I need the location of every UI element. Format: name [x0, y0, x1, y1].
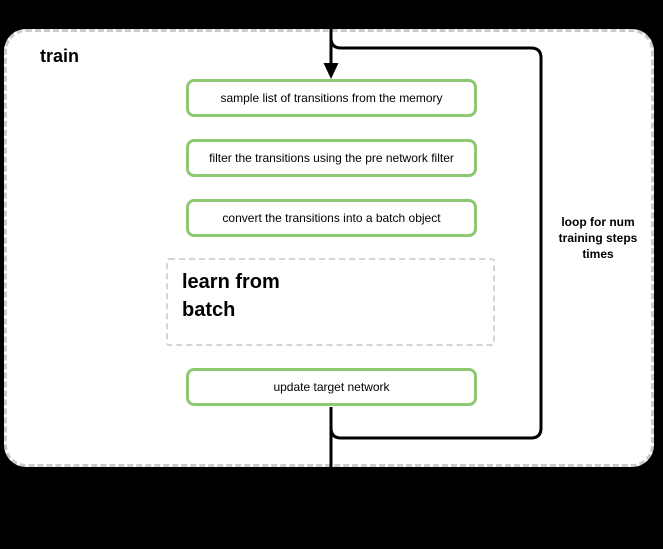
- step-filter-transitions: filter the transitions using the pre net…: [186, 139, 477, 177]
- loop-annotation-label: loop for num training steps times: [558, 215, 638, 261]
- step-learn-from-batch-group: learn from batch: [166, 258, 495, 346]
- step-sample-transitions: sample list of transitions from the memo…: [186, 79, 477, 117]
- step-convert-to-batch: convert the transitions into a batch obj…: [186, 199, 477, 237]
- step-update-target-network: update target network: [186, 368, 477, 406]
- train-group-label: train: [40, 46, 80, 66]
